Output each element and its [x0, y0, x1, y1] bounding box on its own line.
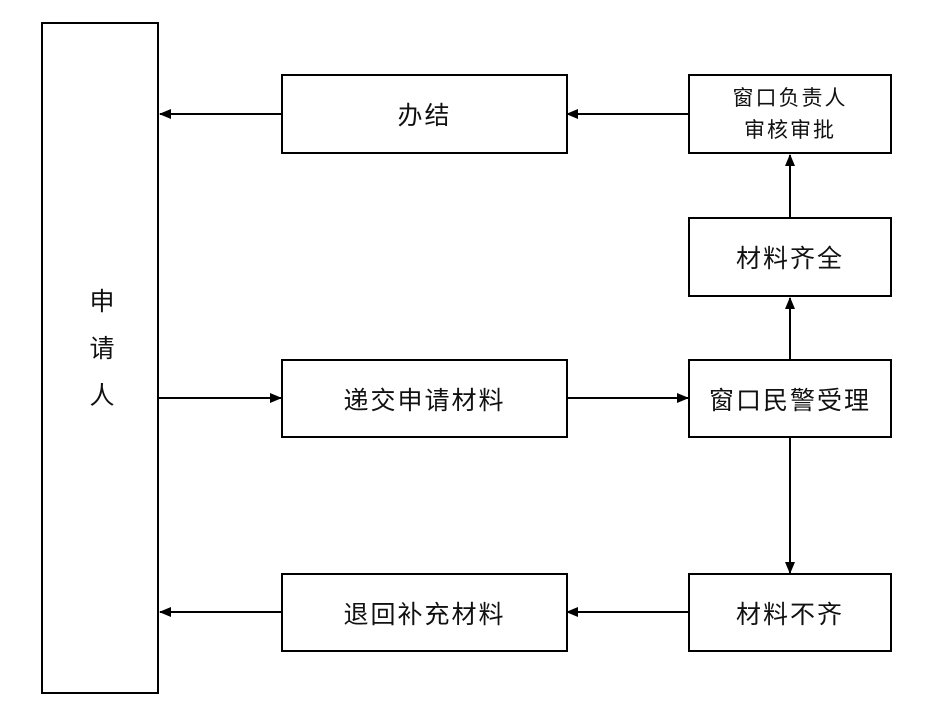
finish-label: 办结	[397, 101, 452, 130]
materials-incomplete-label: 材料不齐	[735, 599, 844, 629]
materials-incomplete-box: 材料不齐	[688, 573, 892, 652]
leader-review-line-2: 审核审批	[744, 118, 836, 142]
return-materials-box: 退回补充材料	[281, 573, 568, 652]
materials-complete-label: 材料齐全	[735, 244, 844, 273]
materials-complete-box: 材料齐全	[688, 217, 892, 297]
police-accept-box: 窗口民警受理	[688, 359, 892, 438]
submit-materials-label: 递交申请材料	[343, 385, 506, 415]
finish-box: 办结	[281, 74, 568, 154]
submit-materials-box: 递交申请材料	[281, 359, 568, 438]
applicant-label: 申请人	[86, 287, 115, 429]
applicant-box: 申请人	[41, 22, 159, 694]
leader-review-box: 窗口负责人 审核审批	[688, 74, 892, 154]
leader-review-line-1: 窗口负责人	[732, 86, 848, 110]
return-materials-label: 退回补充材料	[343, 599, 506, 629]
police-accept-label: 窗口民警受理	[708, 385, 871, 415]
